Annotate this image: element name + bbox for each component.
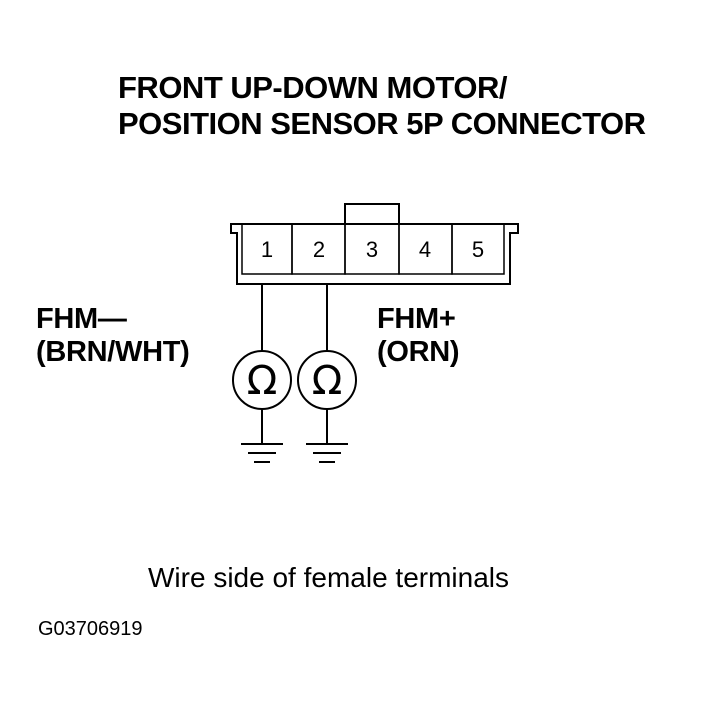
terminal-cavities: [241, 223, 505, 275]
ground-icon: [306, 443, 348, 463]
pin-number-5: 5: [472, 237, 484, 262]
ohm-symbol-right: Ω: [312, 358, 343, 404]
diagram-caption: Wire side of female terminals: [148, 562, 510, 593]
ground-icon: [241, 443, 283, 463]
ohmmeter-icon: Ω: [297, 350, 357, 410]
pin-number-4: 4: [419, 237, 431, 262]
connector-housing: [230, 223, 519, 285]
pin-number-3: 3: [366, 237, 378, 262]
title-line-1: FRONT UP-DOWN MOTOR/: [118, 70, 507, 105]
figure-code: G03706919: [38, 618, 143, 640]
title-line-2: POSITION SENSOR 5P CONNECTOR: [118, 106, 646, 141]
pin-number-2: 2: [313, 237, 325, 262]
right-signal-label: FHM+: [377, 303, 456, 335]
connector-lock-tab: [344, 203, 400, 225]
left-wire-color-label: (BRN/WHT): [36, 336, 190, 368]
right-wire-color-label: (ORN): [377, 336, 460, 368]
left-signal-label: FHM—: [36, 303, 127, 335]
ohmmeter-icon: Ω: [232, 350, 292, 410]
pin-number-1: 1: [261, 237, 273, 262]
diagram-title: FRONT UP-DOWN MOTOR/ POSITION SENSOR 5P …: [118, 70, 646, 142]
terminal-cavity: [451, 223, 505, 275]
ohm-symbol-left: Ω: [247, 358, 278, 404]
